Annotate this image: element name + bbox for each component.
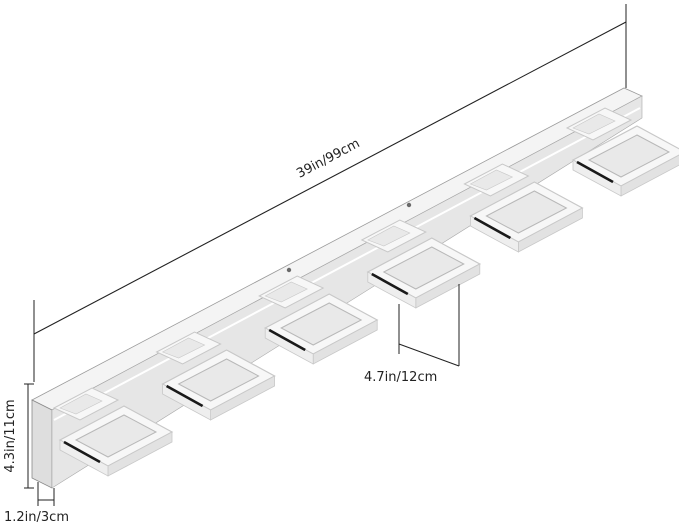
light-diffuser [177, 358, 260, 402]
light-arm-panel [161, 337, 206, 359]
light-arm-panel [264, 281, 308, 303]
bar-screw [286, 267, 292, 273]
spacing-label: 4.7in/12cm [364, 370, 437, 385]
light-diffuser [382, 246, 465, 290]
light-shadow-slot [268, 328, 306, 352]
bar-screw [406, 202, 412, 208]
bar-top-face [31, 87, 643, 411]
light-heads [52, 107, 679, 477]
light-diffuser [485, 190, 568, 234]
light-head [155, 331, 276, 421]
light-arm-panel [59, 393, 103, 415]
light-shadow-slot [165, 384, 204, 408]
depth-dimension: 1.2in/3cm [4, 482, 69, 525]
light-arm-panel [572, 113, 616, 135]
light-head [463, 163, 584, 253]
light-arm-panel [469, 169, 514, 191]
light-head [258, 275, 379, 365]
height-label: 4.3in/11cm [3, 399, 18, 472]
light-shadow-slot [371, 272, 409, 296]
light-head [360, 219, 482, 309]
bar-front-face [31, 399, 53, 489]
light-head [565, 107, 679, 197]
length-label: 39in/99cm [294, 136, 362, 182]
light-diffuser [280, 302, 363, 346]
height-dimension: 4.3in/11cm [3, 383, 34, 489]
light-shadow-slot [473, 216, 512, 240]
light-shadow-slot [63, 440, 101, 464]
spacing-dimension-line [398, 343, 460, 367]
light-arm-panel [367, 225, 411, 247]
light-diffuser [587, 134, 671, 178]
light-head [52, 387, 174, 477]
length-dimension-line [33, 21, 627, 335]
spacing-dimension: 4.7in/12cm [364, 284, 460, 385]
light-diffuser [74, 414, 158, 458]
depth-label: 1.2in/3cm [4, 510, 69, 525]
light-shadow-slot [576, 160, 614, 184]
bar-highlight [53, 107, 641, 421]
